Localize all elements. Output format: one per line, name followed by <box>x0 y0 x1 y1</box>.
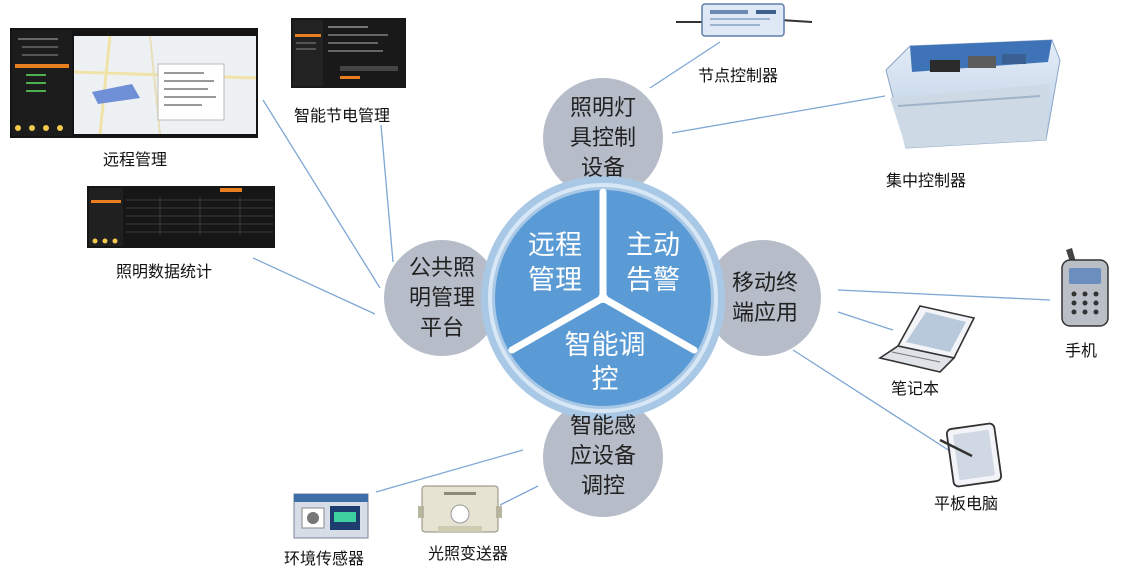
remote-mgmt-screenshot <box>10 28 258 138</box>
label-light-transmitter: 光照变送器 <box>428 544 509 563</box>
satellite-right-text: 移动终 端应用 <box>732 271 798 326</box>
hub-alarm-line-1: 主动 <box>626 230 680 261</box>
data-stats-screenshot <box>87 186 275 248</box>
label-central-controller: 集中控制器 <box>886 171 967 190</box>
satellite-top-circle <box>543 78 663 198</box>
hub-remote-line-1: 远程 <box>528 230 582 261</box>
hub-alarm-text: 主动 告警 <box>626 230 680 296</box>
energy-mgmt-screenshot <box>291 18 406 88</box>
hub-ring-highlight <box>488 183 718 413</box>
line-central-controller <box>671 95 886 134</box>
label-remote-mgmt: 远程管理 <box>103 150 168 169</box>
satellite-left-circle <box>384 240 500 356</box>
label-node-controller: 节点控制器 <box>698 66 779 85</box>
hub-control-line-2: 控 <box>592 364 619 395</box>
line-light-transmitter <box>499 485 539 506</box>
label-phone: 手机 <box>1065 341 1098 360</box>
light-transmitter-device <box>418 485 502 533</box>
line-energy-mgmt <box>380 124 394 263</box>
satellite-bottom-line-2: 应设备 <box>570 444 636 469</box>
satellite-bottom-line-1: 智能感 <box>570 414 636 439</box>
line-node-controller <box>649 41 721 89</box>
satellite-top-line-2: 具控制 <box>570 126 636 151</box>
hub-remote-text: 远程 管理 <box>528 230 582 296</box>
central-hub <box>481 176 725 420</box>
line-laptop <box>837 311 894 331</box>
hub-remote-line-2: 管理 <box>528 265 582 296</box>
node-controller-device <box>676 3 813 37</box>
satellite-left-line-2: 明管理 <box>409 286 475 311</box>
hub-alarm-line-2: 告警 <box>626 265 680 296</box>
hub-control-line-1: 智能调 <box>565 330 646 361</box>
satellite-bottom-circle <box>543 397 663 517</box>
phone-device <box>1061 248 1109 327</box>
satellite-left-line-1: 公共照 <box>409 256 475 281</box>
connector-lines <box>252 41 1051 506</box>
satellite-bottom-line-3: 调控 <box>581 474 625 499</box>
satellite-left-line-3: 平台 <box>420 316 464 341</box>
satellite-top-line-1: 照明灯 <box>570 96 636 121</box>
label-energy-mgmt: 智能节电管理 <box>294 106 391 125</box>
line-data-stats <box>252 257 376 315</box>
hub-dividers <box>508 188 698 354</box>
satellite-top-line-3: 设备 <box>581 156 625 181</box>
central-controller-device <box>885 39 1061 149</box>
hub-control-text: 智能调 控 <box>565 330 646 395</box>
satellite-top-text: 照明灯 具控制 设备 <box>570 96 636 181</box>
line-phone <box>837 289 1051 301</box>
label-data-stats: 照明数据统计 <box>116 262 213 281</box>
env-sensor-device <box>293 493 369 539</box>
line-remote-mgmt <box>262 99 381 289</box>
label-tablet: 平板电脑 <box>934 494 999 513</box>
tablet-device <box>939 422 1003 488</box>
label-env-sensor: 环境传感器 <box>284 549 365 568</box>
line-tablet <box>792 349 954 454</box>
satellite-right-line-1: 移动终 <box>732 271 798 296</box>
laptop-device <box>878 305 976 373</box>
satellite-bottom-text: 智能感 应设备 调控 <box>570 414 636 499</box>
label-laptop: 笔记本 <box>891 379 940 398</box>
satellite-right-circle <box>705 240 821 356</box>
line-env-sensor <box>375 449 524 493</box>
satellite-left-text: 公共照 明管理 平台 <box>409 256 475 341</box>
satellite-right-line-2: 端应用 <box>732 301 798 326</box>
